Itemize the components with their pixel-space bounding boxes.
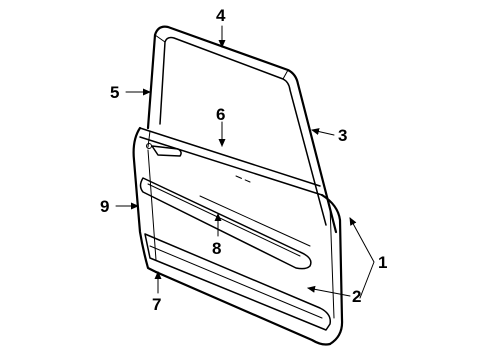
callout-9: 9	[100, 197, 109, 216]
window-frame	[146, 25, 338, 234]
callout-3: 3	[338, 126, 347, 145]
door-shell	[132, 126, 344, 346]
callout-4: 4	[216, 6, 226, 25]
lower-molding	[144, 233, 332, 331]
callout-6: 6	[216, 105, 225, 124]
callout-1: 1	[378, 253, 387, 272]
outer-panel	[199, 175, 311, 247]
callout-5: 5	[110, 83, 119, 102]
leader-lines	[115, 25, 375, 299]
callout-2: 2	[352, 287, 361, 306]
callout-8: 8	[212, 239, 221, 258]
body-side-molding	[139, 177, 312, 270]
callout-labels: 4 5 6 3 9 8 1 7 2	[100, 6, 387, 314]
belt-weatherstrip	[139, 127, 323, 196]
callout-7: 7	[152, 295, 161, 314]
